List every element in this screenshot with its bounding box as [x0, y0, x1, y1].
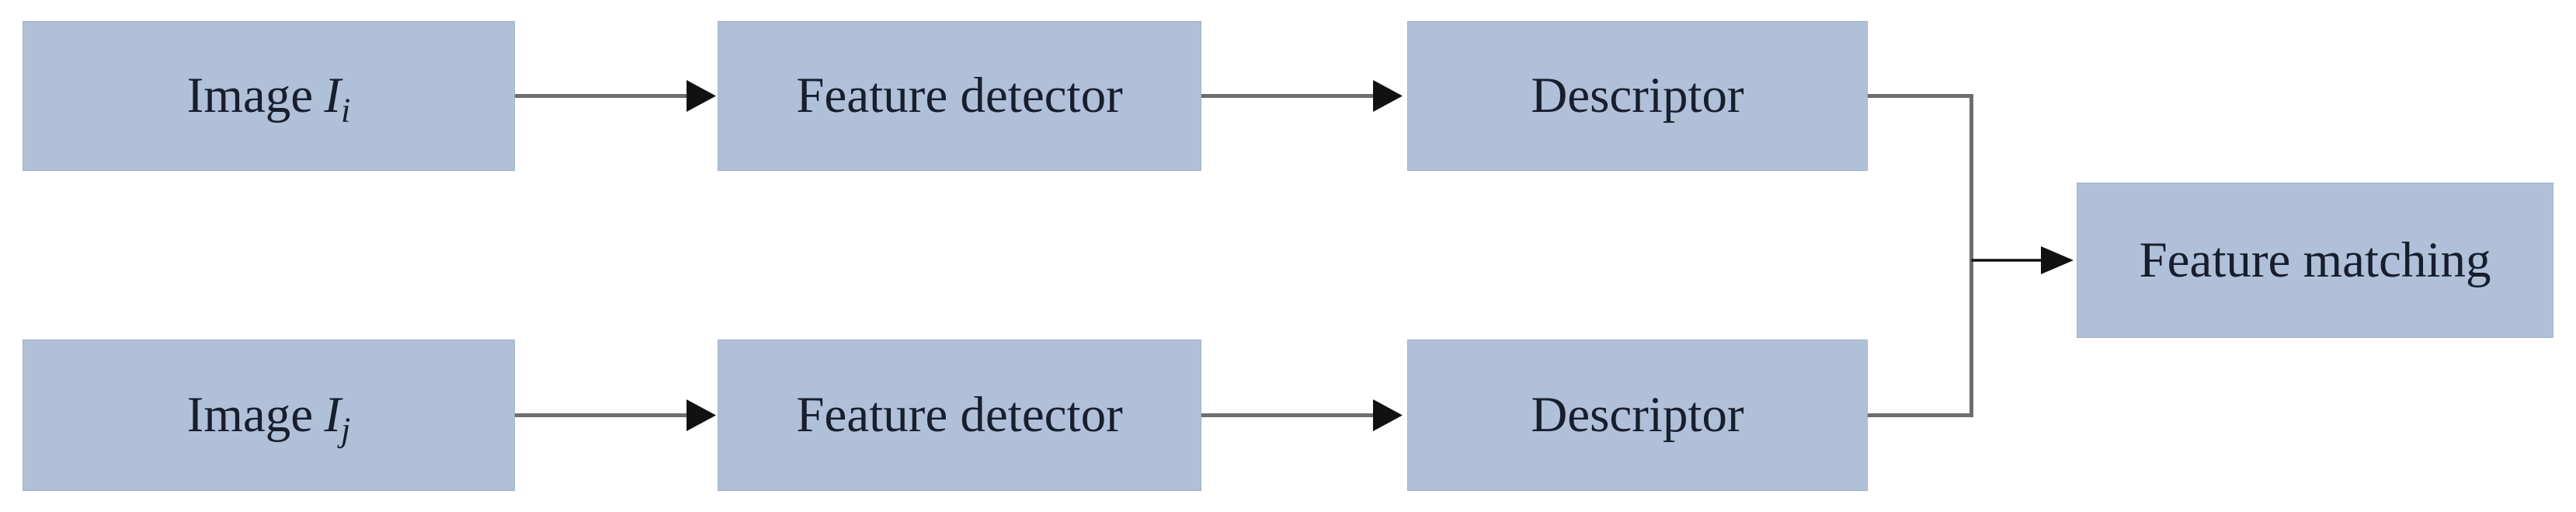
arrowhead-detector-to-descriptor-bottom [1373, 399, 1403, 431]
arrowhead-join-to-matching [2041, 246, 2074, 274]
node-feature-matching-label: Feature matching [2139, 232, 2491, 288]
node-descriptor-top: Descriptor [1407, 21, 1868, 171]
arrowhead-detector-to-descriptor-top [1373, 80, 1403, 112]
node-descriptor-bottom: Descriptor [1407, 340, 1868, 491]
arrowhead-image-j-to-detector [687, 399, 716, 431]
node-feature-detector-top: Feature detector [718, 21, 1201, 171]
arrowhead-image-i-to-detector [687, 80, 716, 112]
node-feature-matching: Feature matching [2077, 183, 2553, 338]
node-descriptor-top-label: Descriptor [1531, 68, 1744, 124]
node-feature-detector-bottom-label: Feature detector [796, 387, 1123, 443]
node-feature-detector-bottom: Feature detector [718, 340, 1201, 491]
node-descriptor-bottom-label: Descriptor [1531, 387, 1744, 443]
node-feature-detector-top-label: Feature detector [796, 68, 1123, 124]
